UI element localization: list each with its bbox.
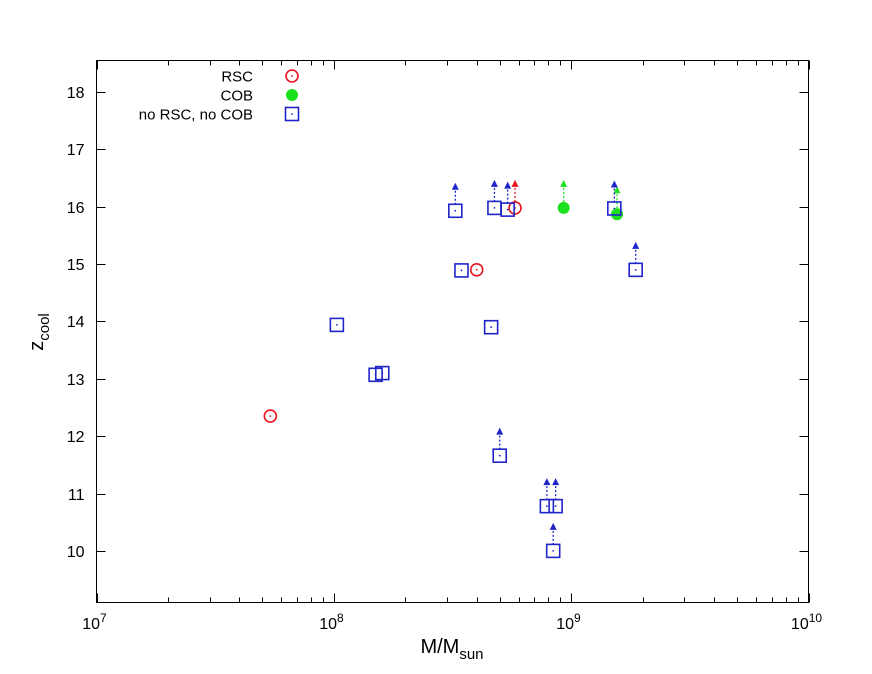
data-point-center [291, 113, 293, 115]
data-point [329, 317, 345, 333]
data-point-center [475, 268, 478, 271]
data-point [628, 262, 643, 278]
data-point-center [613, 207, 616, 210]
data-point [454, 263, 469, 278]
x-tick-label: 1010 [791, 611, 822, 633]
data-point-center [269, 415, 272, 417]
data-point [508, 201, 522, 215]
lower-limit-arrowhead [549, 522, 557, 530]
data-point [545, 543, 561, 559]
data-point-center [552, 549, 555, 552]
series-no-rsc-no-cob [329, 179, 643, 559]
y-tick-label: 10 [67, 544, 85, 561]
legend-label: RSC [221, 69, 253, 86]
data-point [286, 89, 298, 101]
data-point [374, 365, 390, 381]
y-tick-label: 14 [67, 314, 85, 331]
lower-limit-arrowhead [632, 241, 640, 249]
legend-label: COB [220, 88, 253, 105]
x-tick-label: 108 [319, 611, 344, 633]
data-point-center [506, 208, 509, 211]
data-point [448, 203, 463, 219]
y-tick-label: 11 [68, 487, 85, 504]
x-tick-label: 107 [82, 611, 107, 633]
y-tick-label: 13 [67, 372, 85, 389]
legend: RSC COB no RSC, no COB [139, 69, 300, 124]
lower-limit-arrowhead [451, 182, 459, 190]
data-point [500, 202, 515, 217]
tick-labels: 10 11 12 13 14 15 16 17 18 107 108 109 1010 [67, 85, 823, 633]
data-point-center [554, 505, 557, 508]
lower-limit-arrowhead [610, 180, 618, 188]
data-point [284, 106, 300, 122]
data-point-center [498, 454, 501, 457]
data-point [548, 498, 563, 514]
data-point-center [490, 326, 493, 329]
data-point-center [634, 268, 637, 271]
data-point [469, 263, 484, 277]
data-point [557, 201, 570, 214]
data-point-center [460, 269, 463, 272]
y-axis-label: zcool [26, 313, 53, 351]
lower-limit-arrowhead [560, 179, 568, 187]
lower-limit-arrowhead [496, 427, 504, 435]
data-point-center [335, 324, 338, 326]
series-rsc [263, 179, 522, 423]
series-cob [557, 179, 624, 221]
data-point [492, 448, 508, 463]
data-marks [263, 179, 643, 559]
data-point [483, 319, 499, 335]
x-tick-label: 109 [556, 611, 581, 633]
data-point [539, 498, 555, 514]
lower-limit-arrowhead [504, 181, 512, 189]
lower-limit-arrowhead [543, 478, 551, 486]
y-tick-label: 18 [67, 85, 85, 102]
data-point [607, 201, 622, 216]
y-tick-label: 17 [67, 142, 85, 159]
lower-limit-arrowhead [490, 179, 498, 187]
axis-ticks [96, 60, 810, 603]
lower-limit-arrowhead [613, 186, 621, 194]
data-point-center [493, 207, 496, 209]
y-tick-label: 15 [67, 257, 85, 274]
data-point-center [545, 505, 548, 508]
lower-limit-arrowhead [552, 478, 560, 486]
y-tick-label: 12 [67, 429, 85, 446]
y-tick-label: 16 [67, 200, 85, 217]
data-point-center [381, 372, 384, 374]
data-point-center [454, 209, 457, 212]
lower-limit-arrowhead [511, 179, 519, 187]
data-point [263, 409, 278, 423]
data-point-center [291, 75, 293, 77]
legend-label: no RSC, no COB [139, 107, 253, 124]
plot-frame [96, 60, 809, 603]
x-axis-label: M/Msun [420, 636, 483, 663]
data-point [285, 69, 299, 83]
